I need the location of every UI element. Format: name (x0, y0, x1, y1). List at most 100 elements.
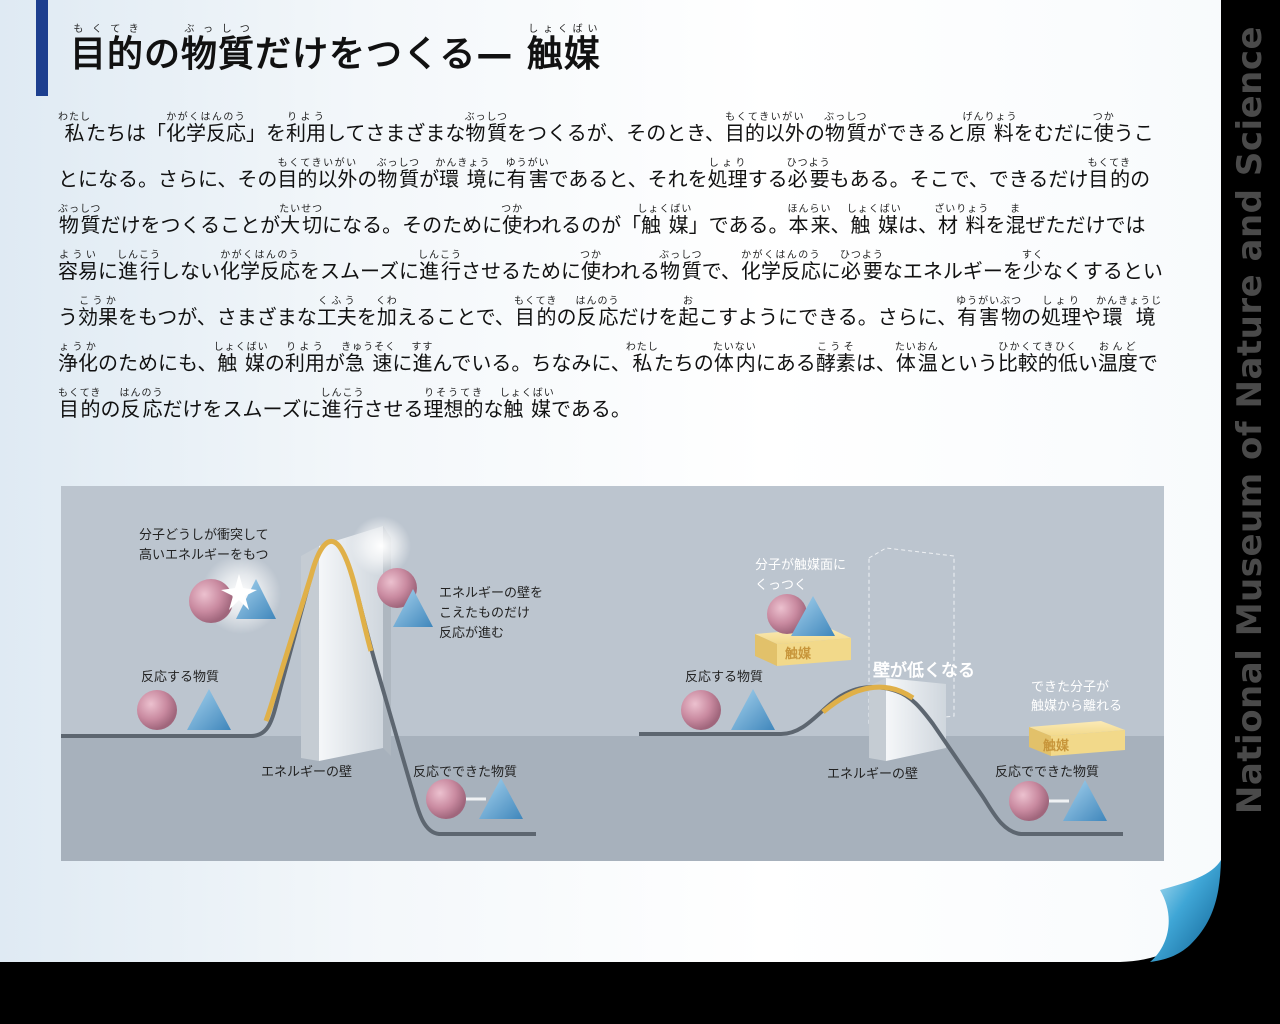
text-run: にある (755, 351, 816, 375)
furigana: おんど (1097, 342, 1138, 353)
label-products-right: 反応でできた物質 (995, 765, 1099, 780)
text-run: だけを (618, 305, 679, 329)
catalyst-block-1-label: 触媒 (784, 646, 812, 662)
energy-wall-left (319, 526, 383, 761)
text-run: の (357, 167, 378, 191)
furigana: かがくはんのう (220, 250, 300, 261)
text-run: ぜただけでは (1025, 213, 1146, 237)
product-sphere-left (426, 779, 466, 819)
furigana: ひかくてきひく (997, 342, 1078, 353)
ruby-word: 処理しょり (707, 158, 748, 191)
text-run: を (356, 305, 377, 329)
ruby-word: 反応はんのう (119, 388, 164, 421)
ruby-word: 混ま (1005, 204, 1026, 237)
text-run: に (392, 351, 413, 375)
ruby-word: 体温たいおん (894, 342, 939, 375)
over-wall-sphere (377, 568, 417, 608)
title-accent-bar (36, 0, 48, 96)
ruby-word: 触媒しょくばい (499, 388, 555, 421)
furigana: ゆうがいぶつ (956, 296, 1023, 307)
text-run: の (804, 121, 825, 145)
text-run: は、 (855, 351, 896, 375)
label-adsorb-2: くっつく (755, 578, 807, 593)
furigana: すく (1021, 250, 1044, 261)
page-curl-decoration (1120, 860, 1280, 970)
furigana: しんこう (117, 250, 161, 261)
reactant-sphere-right (681, 690, 721, 730)
catalyst-block-2-front (1029, 727, 1051, 756)
ruby-word: 処理しょり (1041, 296, 1082, 329)
furigana: お (678, 296, 699, 307)
over-wall-triangle (393, 589, 433, 627)
text-run: をもつが、さまざまな (118, 305, 317, 329)
ruby-word: 物質ぶっしつ (58, 204, 102, 237)
ruby-word: 環境浄化かんきょうじょうか (58, 296, 1163, 375)
energy-wall-right-side (869, 678, 886, 761)
ruby-word: 大切たいせつ (279, 204, 324, 237)
adsorbed-sphere (767, 594, 807, 634)
furigana: ぶっしつ (464, 112, 508, 123)
ruby-word: 目的もくてき (58, 388, 102, 421)
collision-triangle (236, 579, 276, 619)
ruby-word: 必要ひつよう (839, 250, 884, 283)
label-over-wall-1: エネルギーの壁を (439, 586, 543, 601)
ruby-word: 酵素こうそ (815, 342, 856, 375)
label-over-wall-2: こえたものだけ (439, 606, 530, 621)
text-run: の (144, 34, 182, 75)
collision-star (221, 574, 257, 610)
ruby-word: 利用りよう (286, 112, 326, 145)
furigana: しんこう (320, 388, 365, 399)
ruby-word: 物質ぶっしつ (659, 250, 703, 283)
label-collision-2: 高いエネルギーをもつ (139, 547, 268, 563)
ruby-word: 有害ゆうがい (505, 158, 550, 191)
text-run: で、 (701, 259, 741, 283)
text-run: させるために (461, 259, 581, 283)
furigana: もくてきいがい (277, 158, 358, 169)
ruby-word: 使つか (501, 204, 524, 237)
text-run: の (556, 305, 577, 329)
label-reactants-right: 反応する物質 (685, 670, 763, 685)
body-text: 私わたしたちは「化学反応かがくはんのう」を利用りようしてさまざまな物質ぶっしつを… (58, 110, 1170, 432)
furigana: りそうてき (423, 388, 484, 399)
furigana: こうか (78, 296, 118, 307)
ruby-word: 物質ぶっしつ (376, 158, 420, 191)
ruby-word: 化学反応かがくはんのう (740, 250, 821, 283)
ruby-word: 温度おんど (1097, 342, 1138, 375)
ruby-word: 目的もくてき (513, 296, 558, 329)
furigana: しょくばい (637, 204, 693, 215)
text-run: する (747, 167, 788, 191)
ruby-word: 進行しんこう (117, 250, 161, 283)
text-run: という (937, 351, 998, 375)
furigana: はんのう (119, 388, 164, 399)
ruby-word: 目的もくてき (70, 24, 145, 75)
ruby-word: 使つか (580, 250, 602, 283)
text-run: うことになる。さらに、その (58, 121, 1154, 191)
text-run: な (483, 397, 504, 421)
text-run: ができると (866, 121, 967, 145)
energy-curve-left-high (263, 538, 374, 722)
energy-wall-right (886, 678, 946, 761)
furigana: しんこう (418, 250, 462, 261)
ruby-word: 触媒しょくばい (637, 204, 693, 237)
furigana: つか (501, 204, 524, 215)
ruby-word: 起お (678, 296, 699, 329)
text-run: われるのが「 (522, 213, 642, 237)
text-run: の (1021, 305, 1042, 329)
ruby-word: 理想的りそうてき (423, 388, 484, 421)
text-run: んでいる。ちなみに、 (432, 351, 631, 375)
text-run: しない (160, 259, 220, 283)
ruby-word: 目的以外もくてきいがい (277, 158, 358, 191)
text-run: 、 (830, 213, 851, 237)
ruby-word: 本来ほんらい (787, 204, 832, 237)
text-run: えることで、 (396, 305, 515, 329)
furigana: ぶっしつ (659, 250, 703, 261)
text-run: させる (363, 397, 424, 421)
furigana: しょくばい (846, 204, 902, 215)
text-run: に (98, 259, 118, 283)
furigana: しょくばい (213, 342, 269, 353)
text-run: を (985, 213, 1006, 237)
text-run: たちは「 (86, 121, 166, 145)
ruby-word: 比較的低ひかくてきひく (997, 342, 1078, 375)
ruby-word: 触媒しょくばい (213, 342, 269, 375)
label-wall-left: エネルギーの壁 (261, 765, 352, 780)
